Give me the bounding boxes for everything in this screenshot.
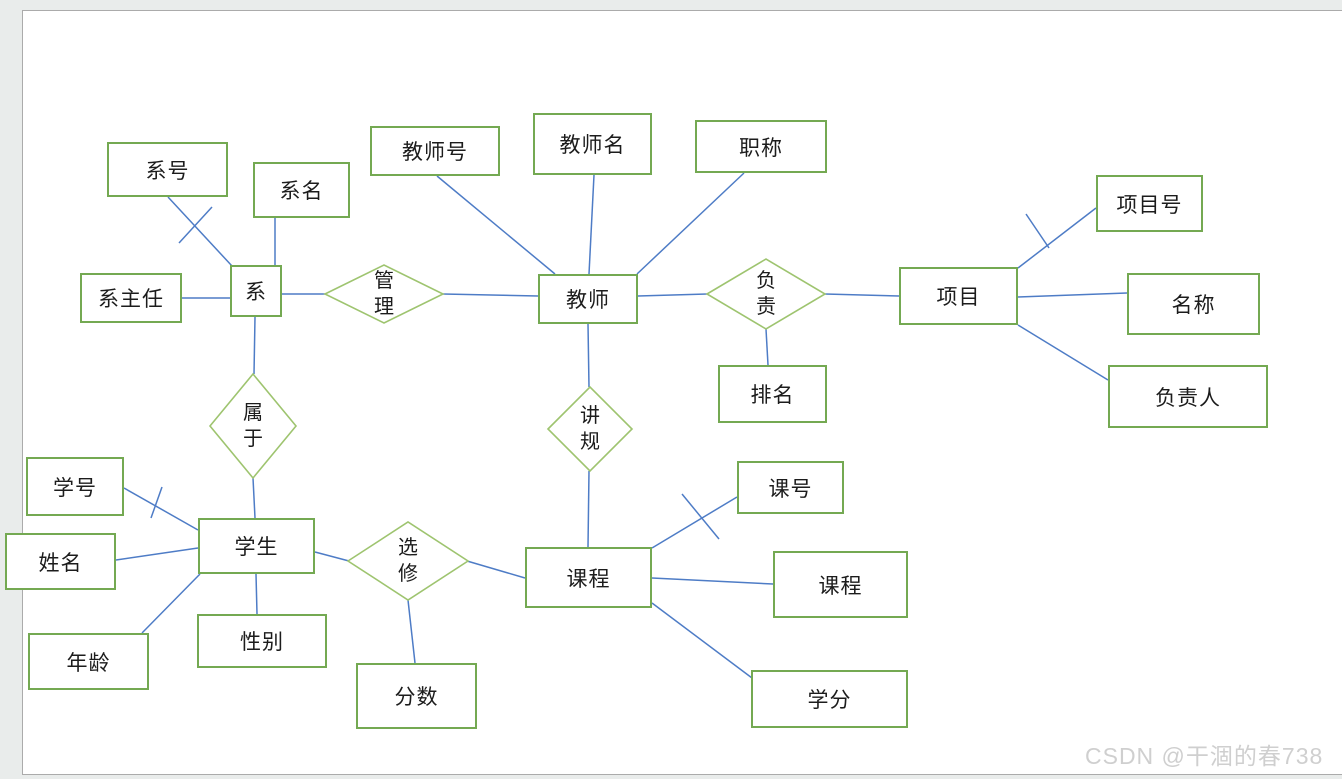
connector-teacher-teach — [587, 323, 590, 388]
connector-belong-student — [252, 477, 256, 519]
attribute-credit: 学分 — [751, 670, 908, 728]
connector-project-projectno — [1017, 207, 1097, 269]
attribute-stu-name: 姓名 — [5, 533, 116, 590]
entity-dept: 系 — [230, 265, 282, 317]
connector-project-leader — [1017, 324, 1109, 381]
attribute-rank: 排名 — [718, 365, 827, 423]
key-mark-projectno — [1025, 213, 1050, 249]
connector-project-name — [1017, 292, 1128, 298]
connector-age-student — [141, 573, 201, 634]
relationship-belong-shape — [208, 372, 298, 480]
connector-gender-student — [255, 573, 258, 615]
attribute-course-name: 课程 — [773, 551, 908, 618]
attribute-project-no: 项目号 — [1096, 175, 1203, 232]
connector-teachername-teacher — [588, 174, 595, 275]
connector-course-coursename — [651, 577, 774, 585]
attribute-age: 年龄 — [28, 633, 149, 690]
relationship-responsible-label: 负责 — [756, 270, 776, 318]
attribute-score: 分数 — [356, 663, 477, 729]
attribute-gender: 性别 — [197, 614, 327, 668]
attribute-dept-no: 系号 — [107, 142, 228, 197]
relationship-manage-shape — [323, 264, 445, 324]
attribute-student-no: 学号 — [26, 457, 124, 516]
attribute-course-no: 课号 — [737, 461, 844, 514]
connector-elect-course — [466, 560, 526, 579]
connector-title-teacher — [636, 172, 745, 275]
connector-elect-score — [407, 599, 416, 664]
key-mark-studentno — [150, 486, 163, 519]
key-mark-deptno — [178, 206, 213, 244]
key-mark-courseno — [681, 493, 720, 540]
entity-student: 学生 — [198, 518, 315, 574]
csdn-watermark: CSDN @干涸的春738 — [1085, 743, 1324, 769]
connector-responsible-project — [824, 293, 900, 297]
attribute-leader: 负责人 — [1108, 365, 1268, 428]
connector-teach-course — [587, 470, 590, 548]
attribute-teacher-name: 教师名 — [533, 113, 652, 175]
relationship-responsible-shape — [705, 258, 827, 330]
connector-stuname-student — [115, 547, 199, 561]
connector-course-courseno — [651, 496, 738, 549]
connector-teacher-responsible — [637, 293, 708, 297]
connector-dept-belong — [253, 316, 256, 375]
connector-responsible-rank — [765, 328, 769, 366]
attribute-teacher-no: 教师号 — [370, 126, 500, 176]
attribute-proj-name: 名称 — [1127, 273, 1260, 335]
relationship-elect-shape — [346, 521, 470, 601]
entity-teacher: 教师 — [538, 274, 638, 324]
relationship-manage-label: 管理 — [374, 270, 394, 318]
connector-course-credit — [651, 602, 753, 679]
attribute-title: 职称 — [695, 120, 827, 173]
relationship-elect-label: 选修 — [398, 537, 418, 585]
connector-student-elect — [314, 551, 350, 562]
entity-course: 课程 — [525, 547, 652, 608]
connector-deptno-dept — [167, 196, 233, 267]
connector-studentno-student — [123, 487, 199, 531]
connector-teacherno-teacher — [436, 175, 556, 275]
relationship-teach-label: 讲规 — [580, 405, 600, 453]
attribute-dept-head: 系主任 — [80, 273, 182, 323]
relationship-teach-shape — [546, 385, 634, 473]
entity-project: 项目 — [899, 267, 1018, 325]
relationship-belong-label: 属于 — [243, 402, 263, 450]
connector-manage-teacher — [442, 293, 539, 297]
attribute-dept-name: 系名 — [253, 162, 350, 218]
